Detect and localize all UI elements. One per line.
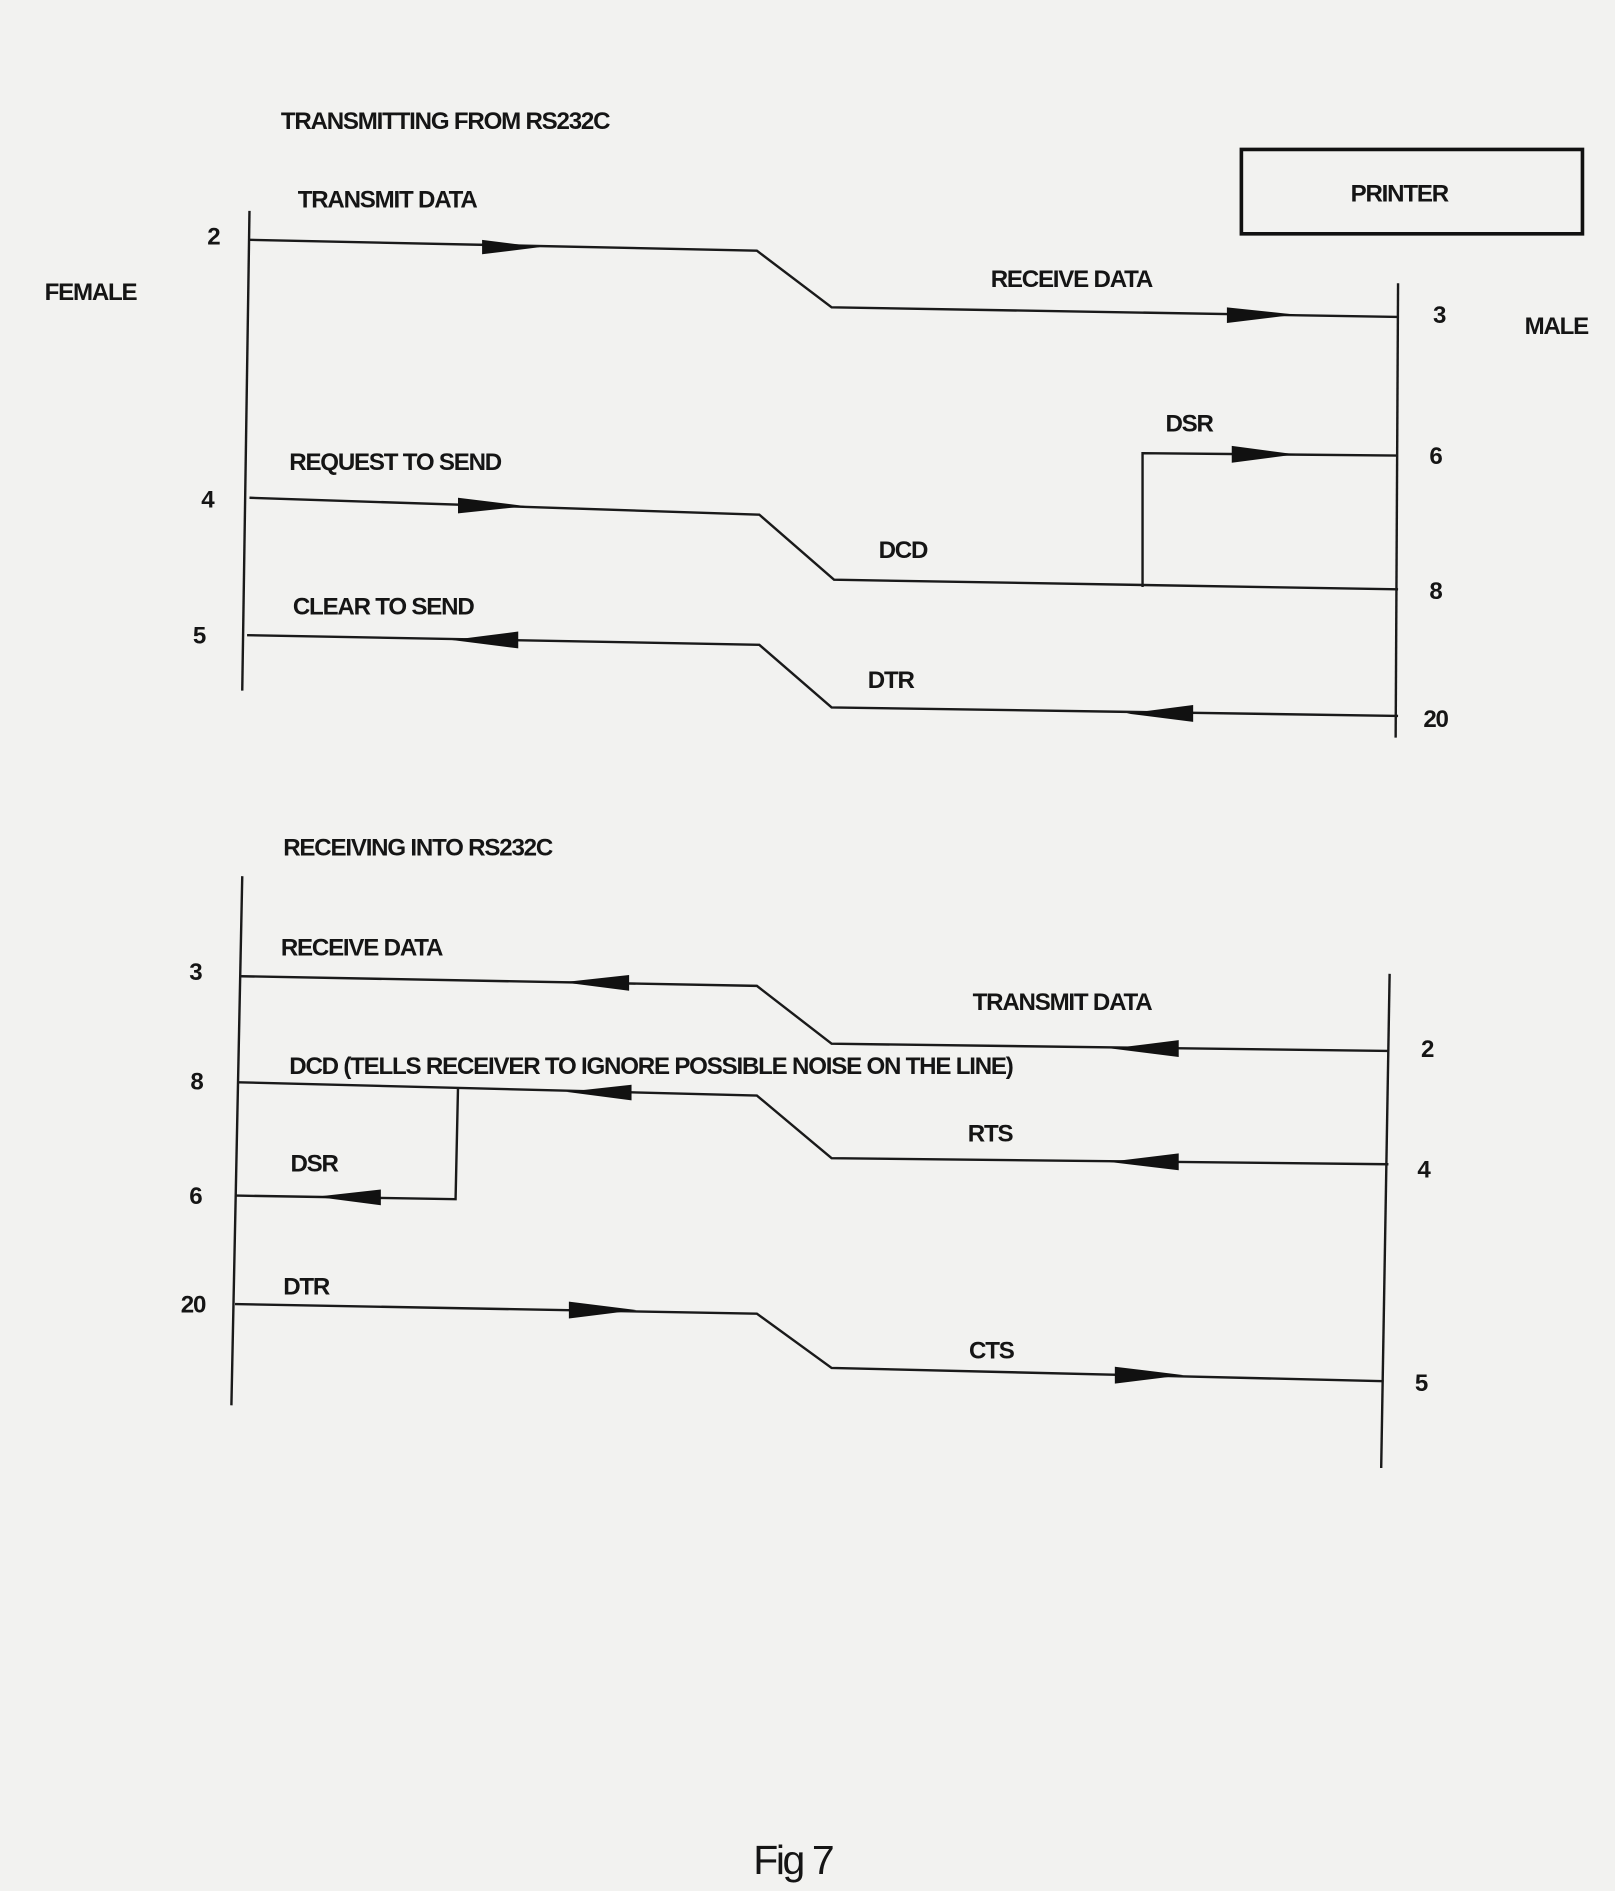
arrow-right-icon [1226, 307, 1296, 324]
transmitting-section: TRANSMITTING FROM RS232C FEMALE MALE PRI… [45, 108, 1590, 738]
arrow-left-icon [562, 975, 630, 991]
pin-label: 2 [1421, 1036, 1434, 1063]
female-label: FEMALE [45, 279, 138, 306]
pin-label: 3 [1433, 302, 1446, 329]
transmit-data-wire [249, 238, 1399, 319]
dcd-label: DCD (TELLS RECEIVER TO IGNORE POSSIBLE N… [289, 1053, 1013, 1080]
dsr-label: DSR [1165, 410, 1213, 437]
arrow-right-icon [1114, 1366, 1184, 1384]
printer-label: PRINTER [1351, 180, 1449, 207]
cts-dtr-wire [247, 633, 1399, 718]
transmit-data-label: TRANSMIT DATA [973, 989, 1153, 1016]
pin-label: 8 [1429, 578, 1442, 605]
receive-data-label: RECEIVE DATA [991, 266, 1153, 293]
dsr-wire [1141, 451, 1399, 587]
male-connector-line [1394, 283, 1400, 738]
pin-label: 2 [207, 224, 220, 251]
arrow-right-icon [482, 239, 540, 255]
female-connector-line [230, 876, 244, 1406]
pin-label: 20 [181, 1291, 206, 1318]
section-title-transmitting: TRANSMITTING FROM RS232C [281, 108, 610, 135]
pin-label: 4 [201, 486, 215, 513]
figure-caption: Fig 7 [753, 1837, 833, 1883]
male-label: MALE [1525, 313, 1590, 340]
dcd-rts-wire [238, 1081, 1389, 1166]
arrow-left-icon [1126, 705, 1194, 722]
pin-label: 5 [1415, 1370, 1428, 1397]
female-connector-line [241, 210, 251, 691]
arrow-right-icon [568, 1301, 637, 1319]
section-title-receiving: RECEIVING INTO RS232C [283, 835, 553, 862]
pin-label: 3 [189, 959, 202, 986]
dsr-label: DSR [290, 1150, 338, 1177]
arrow-left-icon [315, 1189, 381, 1206]
receiving-section: RECEIVING INTO RS232C 3 8 6 20 2 4 5 REC… [181, 835, 1435, 1468]
rts-label: RTS [968, 1120, 1014, 1147]
arrow-right-icon [457, 497, 527, 514]
cts-label: CTS [969, 1337, 1015, 1364]
arrow-right-icon [1231, 445, 1296, 463]
pin-label: 20 [1423, 706, 1448, 733]
pin-label: 8 [190, 1069, 203, 1096]
pin-label: 4 [1417, 1157, 1431, 1184]
male-connector-line [1379, 973, 1391, 1468]
dtr-label: DTR [283, 1273, 330, 1300]
pin-label: 6 [189, 1183, 202, 1210]
arrow-left-icon [1108, 1153, 1179, 1171]
request-to-send-label: REQUEST TO SEND [289, 449, 502, 476]
receive-data-wire [241, 975, 1389, 1053]
arrow-left-icon [451, 631, 519, 649]
dsr-loop-wire [236, 1088, 460, 1201]
pin-label: 6 [1429, 443, 1442, 470]
arrow-left-icon [1111, 1040, 1179, 1057]
dtr-cts-wire [234, 1302, 1384, 1383]
receive-data-label: RECEIVE DATA [281, 935, 443, 962]
dtr-label: DTR [868, 667, 915, 694]
pin-label: 5 [193, 623, 206, 650]
clear-to-send-label: CLEAR TO SEND [293, 594, 474, 621]
printer-box [1239, 147, 1585, 236]
dcd-label: DCD [879, 537, 928, 564]
arrow-left-icon [566, 1084, 632, 1101]
transmit-data-label: TRANSMIT DATA [298, 186, 478, 213]
rts-dcd-wire [249, 496, 1399, 591]
